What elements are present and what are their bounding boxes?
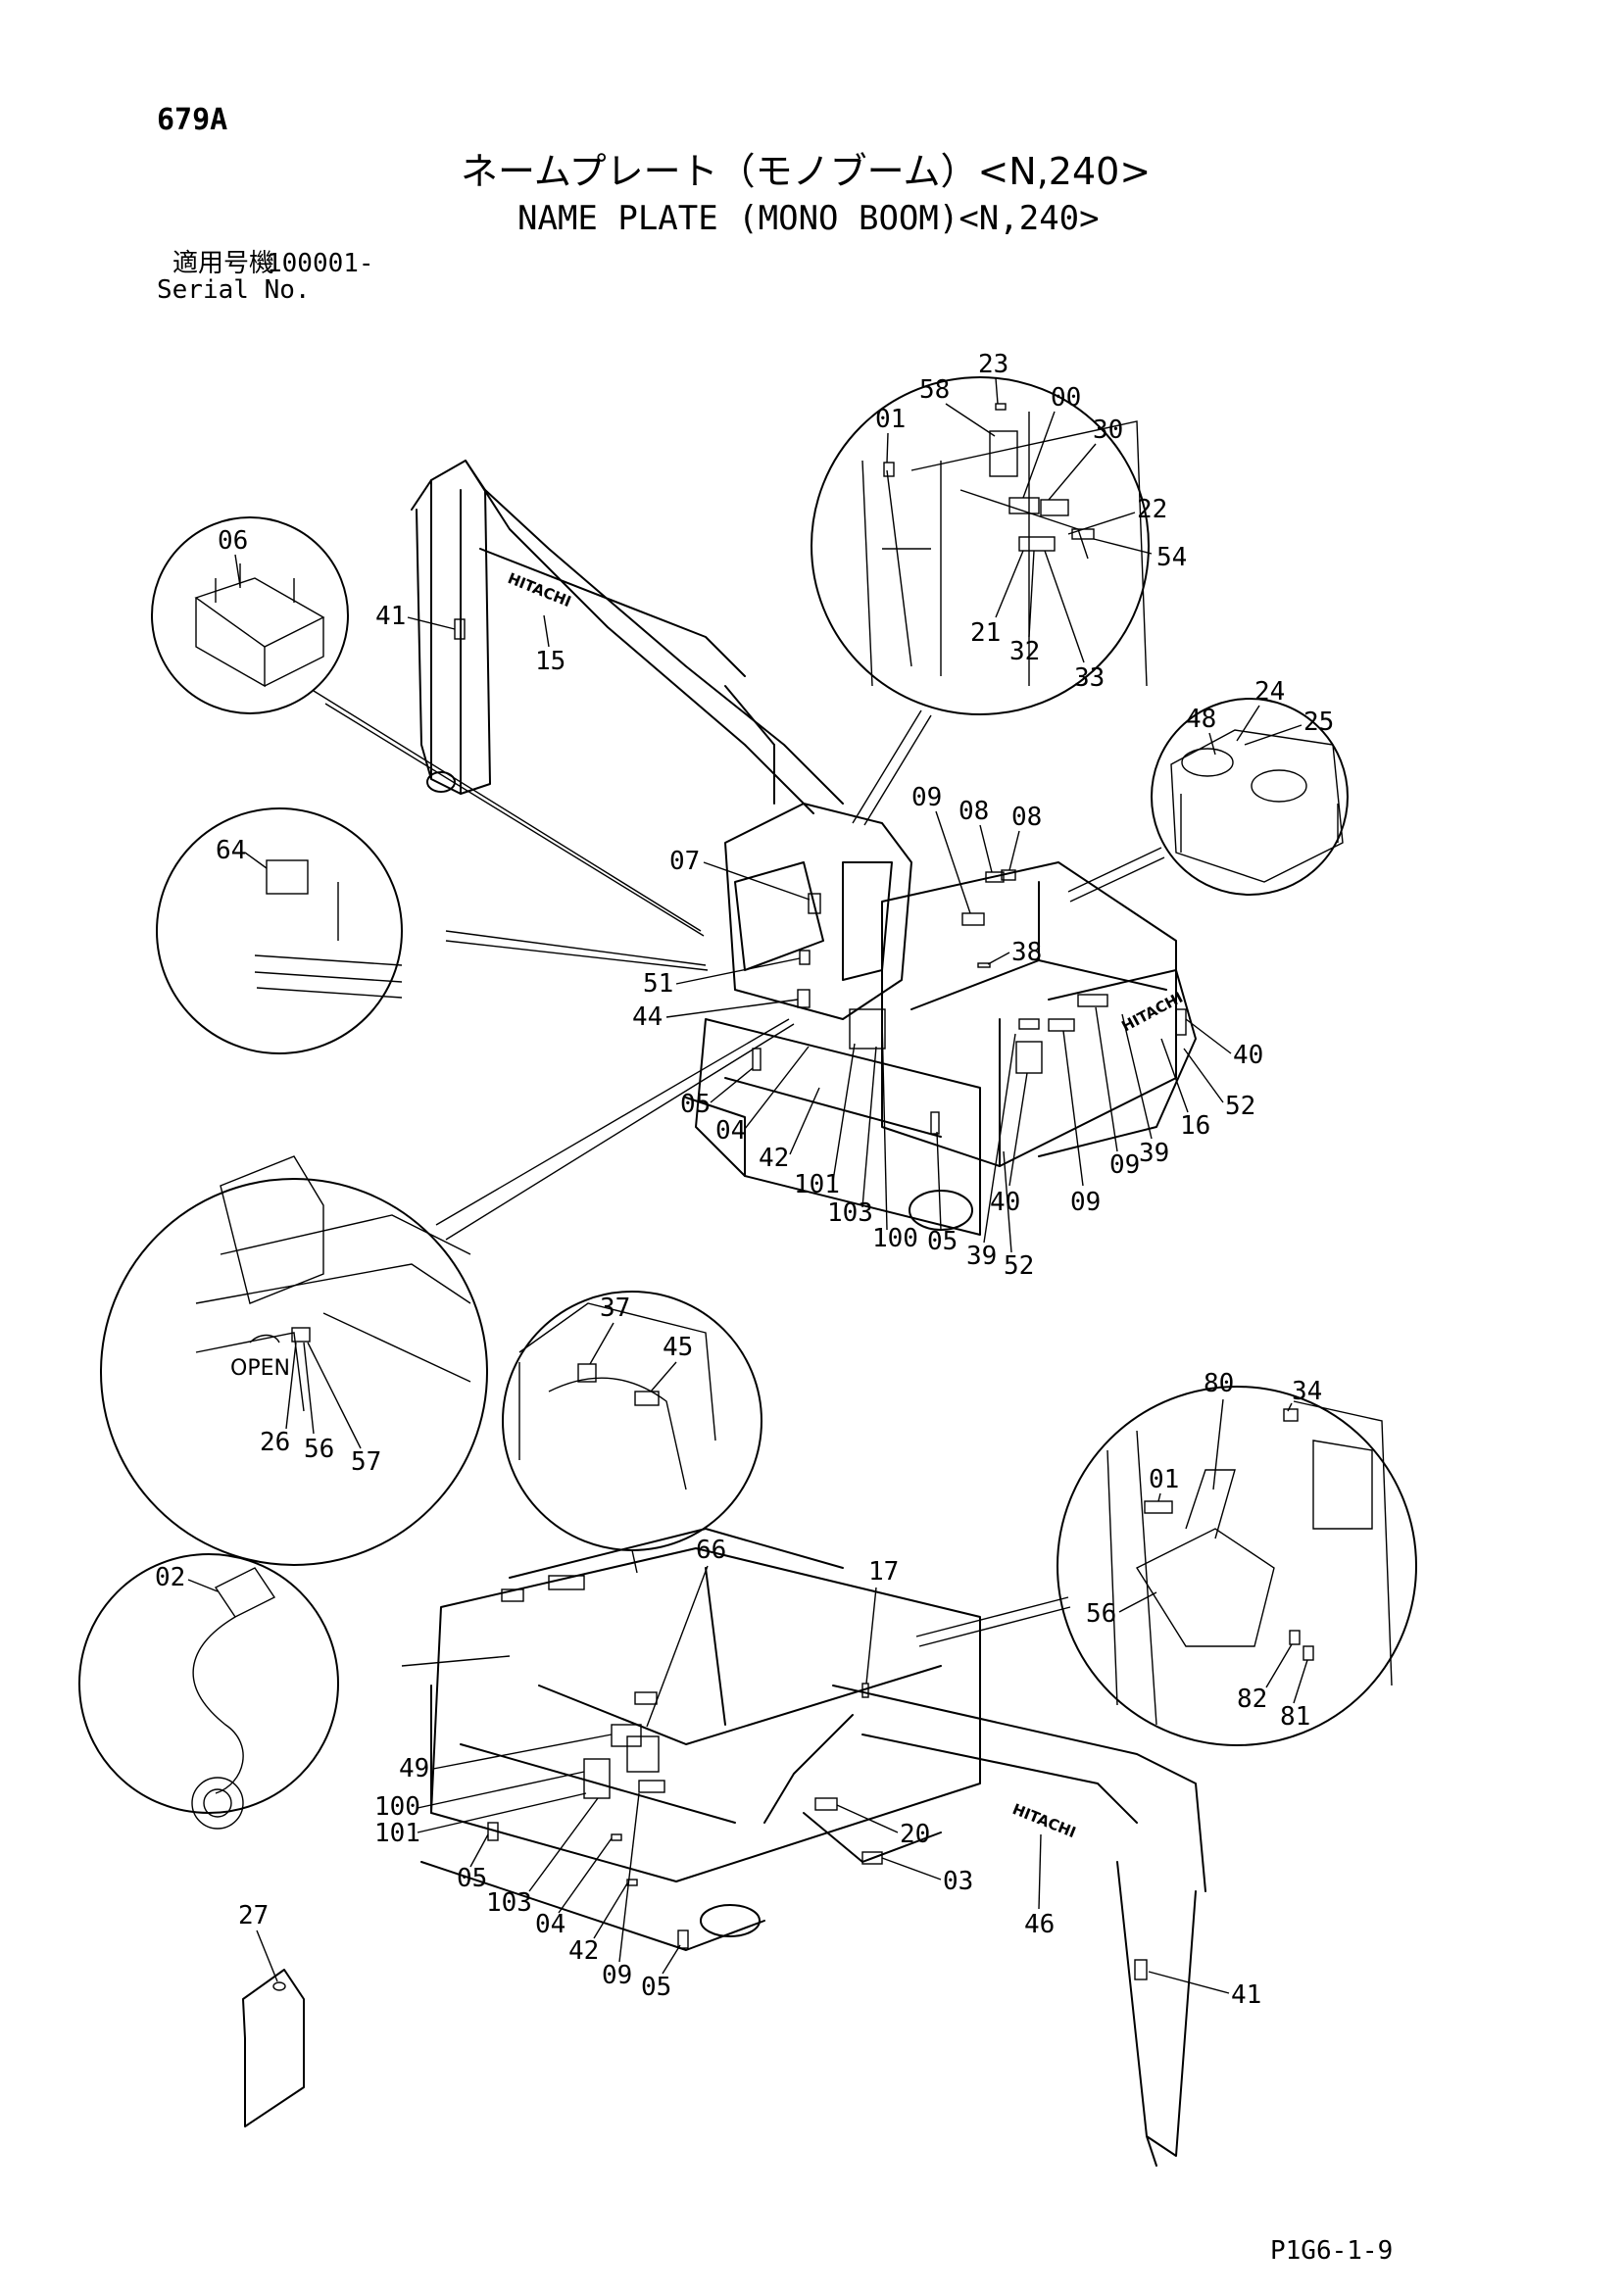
callout-05-d: 05 [641, 1973, 671, 2002]
callout-09-c: 09 [1109, 1150, 1140, 1180]
callout-04-a: 04 [715, 1116, 746, 1146]
callout-33: 33 [1074, 663, 1105, 693]
callout-39-a: 39 [1139, 1139, 1169, 1168]
callout-23: 23 [978, 350, 1008, 379]
callout-41: 41 [375, 602, 406, 631]
callout-39-b: 39 [966, 1242, 997, 1271]
callout-06: 06 [218, 526, 248, 556]
callout-42-b: 42 [568, 1936, 599, 1966]
callout-17: 17 [868, 1557, 899, 1587]
callout-52-b: 52 [1004, 1251, 1034, 1281]
title-english: NAME PLATE (MONO BOOM)<N,240> [517, 199, 1100, 238]
callout-09-d: 09 [602, 1961, 632, 1990]
detail-circle-fuel-tank [1151, 698, 1349, 896]
callout-45: 45 [663, 1333, 693, 1362]
callout-21: 21 [970, 618, 1001, 648]
callout-16: 16 [1180, 1111, 1210, 1141]
callout-103-a: 103 [827, 1198, 873, 1228]
callout-03: 03 [943, 1867, 973, 1896]
title-japanese: ネームプレート（モノブーム）<N,240> [461, 150, 1152, 193]
callout-26: 26 [260, 1428, 290, 1457]
callout-32: 32 [1009, 637, 1040, 666]
callout-05-a: 05 [680, 1090, 711, 1119]
callout-49: 49 [399, 1754, 429, 1783]
callout-40-right: 40 [1233, 1041, 1263, 1070]
callout-66: 66 [696, 1536, 726, 1565]
callout-09-top: 09 [911, 783, 942, 812]
callout-07: 07 [669, 847, 700, 876]
tag-27 [242, 1969, 305, 2127]
open-label: OPEN [230, 1356, 290, 1381]
callout-08-a: 08 [958, 797, 989, 826]
callout-37: 37 [600, 1294, 630, 1323]
callout-54: 54 [1156, 543, 1187, 572]
callout-81: 81 [1280, 1702, 1310, 1732]
callout-82: 82 [1237, 1685, 1267, 1714]
detail-circle-open-cover: OPEN [100, 1155, 488, 1566]
callout-25: 25 [1303, 708, 1334, 737]
callout-58: 58 [919, 375, 950, 405]
callout-04-b: 04 [535, 1910, 565, 1939]
page-code: 679A [157, 103, 228, 137]
callout-80: 80 [1204, 1369, 1234, 1398]
serial-label-english: Serial No. [157, 275, 311, 305]
callout-51: 51 [643, 969, 673, 999]
callouts: 01 58 23 00 30 22 54 21 32 33 06 41 15 2… [155, 350, 1334, 2010]
callout-01: 01 [875, 405, 906, 434]
callout-38: 38 [1011, 938, 1042, 967]
callout-56-b: 56 [1086, 1599, 1116, 1629]
callout-08-b: 08 [1011, 803, 1042, 832]
detail-circle-hose [78, 1553, 339, 1830]
detail-leader-lines-upper [313, 690, 1165, 1241]
callout-64: 64 [216, 836, 246, 865]
callout-100-b: 100 [374, 1792, 420, 1822]
callout-09-b: 09 [1070, 1188, 1101, 1217]
callout-05-c: 05 [457, 1864, 487, 1893]
brand-mark-boom: HITACHI [506, 569, 574, 611]
detail-circle-frame [502, 1291, 762, 1551]
detail-leader-lines-lower [401, 1549, 1071, 1667]
callout-41-b: 41 [1231, 1980, 1261, 2010]
callout-57: 57 [351, 1447, 381, 1477]
callout-05-b: 05 [927, 1227, 958, 1256]
callout-00: 00 [1051, 383, 1081, 413]
callout-22: 22 [1137, 495, 1167, 524]
callout-20: 20 [900, 1820, 930, 1849]
callout-27: 27 [238, 1901, 269, 1930]
callout-100-a: 100 [872, 1224, 918, 1253]
callout-15: 15 [535, 647, 565, 676]
callout-30: 30 [1093, 415, 1123, 445]
callout-46: 46 [1024, 1910, 1055, 1939]
detail-circle-bracket [151, 516, 349, 714]
callout-01-b: 01 [1149, 1465, 1179, 1494]
serial-number-value: 100001- [267, 249, 374, 278]
document-code: P1G6-1-9 [1270, 2236, 1394, 2266]
callout-101-b: 101 [374, 1819, 420, 1848]
detail-circle-cab-interior [811, 376, 1150, 715]
detail-circle-panel [156, 807, 403, 1054]
callout-02: 02 [155, 1563, 185, 1592]
callout-42-a: 42 [759, 1144, 789, 1173]
callout-44: 44 [632, 1002, 663, 1032]
callout-48: 48 [1186, 705, 1216, 734]
callout-101-a: 101 [794, 1170, 840, 1199]
callout-56-a: 56 [304, 1435, 334, 1464]
callout-40-b: 40 [990, 1188, 1020, 1217]
brand-mark-lower-boom: HITACHI [1010, 1800, 1079, 1841]
upper-excavator-view: HITACHI HITACHI [411, 460, 1197, 1236]
detail-circle-battery [1057, 1386, 1417, 1746]
serial-label-japanese: 適用号機 [172, 249, 275, 278]
callout-34: 34 [1292, 1377, 1322, 1406]
callout-24: 24 [1254, 677, 1285, 707]
callout-52-right: 52 [1225, 1092, 1255, 1121]
callout-103-b: 103 [486, 1888, 532, 1918]
